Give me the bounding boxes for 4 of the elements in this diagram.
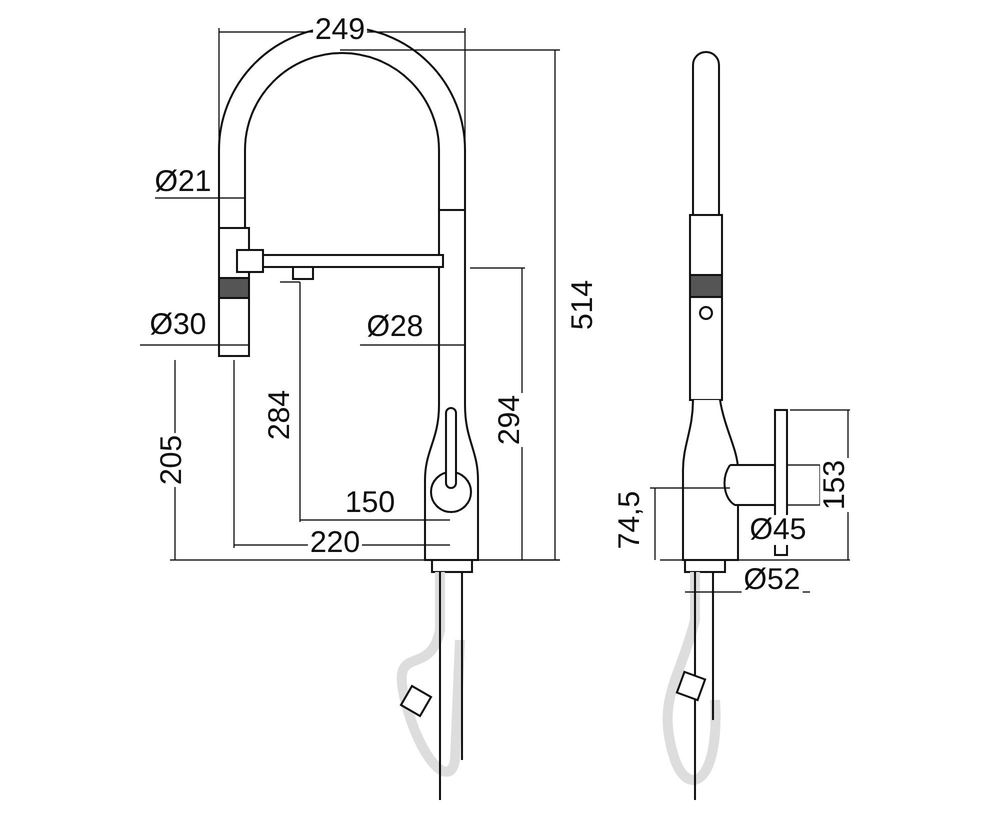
dimension-label: 153 — [820, 458, 850, 512]
dimension-label: Ø45 — [748, 515, 808, 545]
dimension-label: Ø52 — [742, 565, 802, 595]
dimension-label: 294 — [495, 392, 525, 448]
